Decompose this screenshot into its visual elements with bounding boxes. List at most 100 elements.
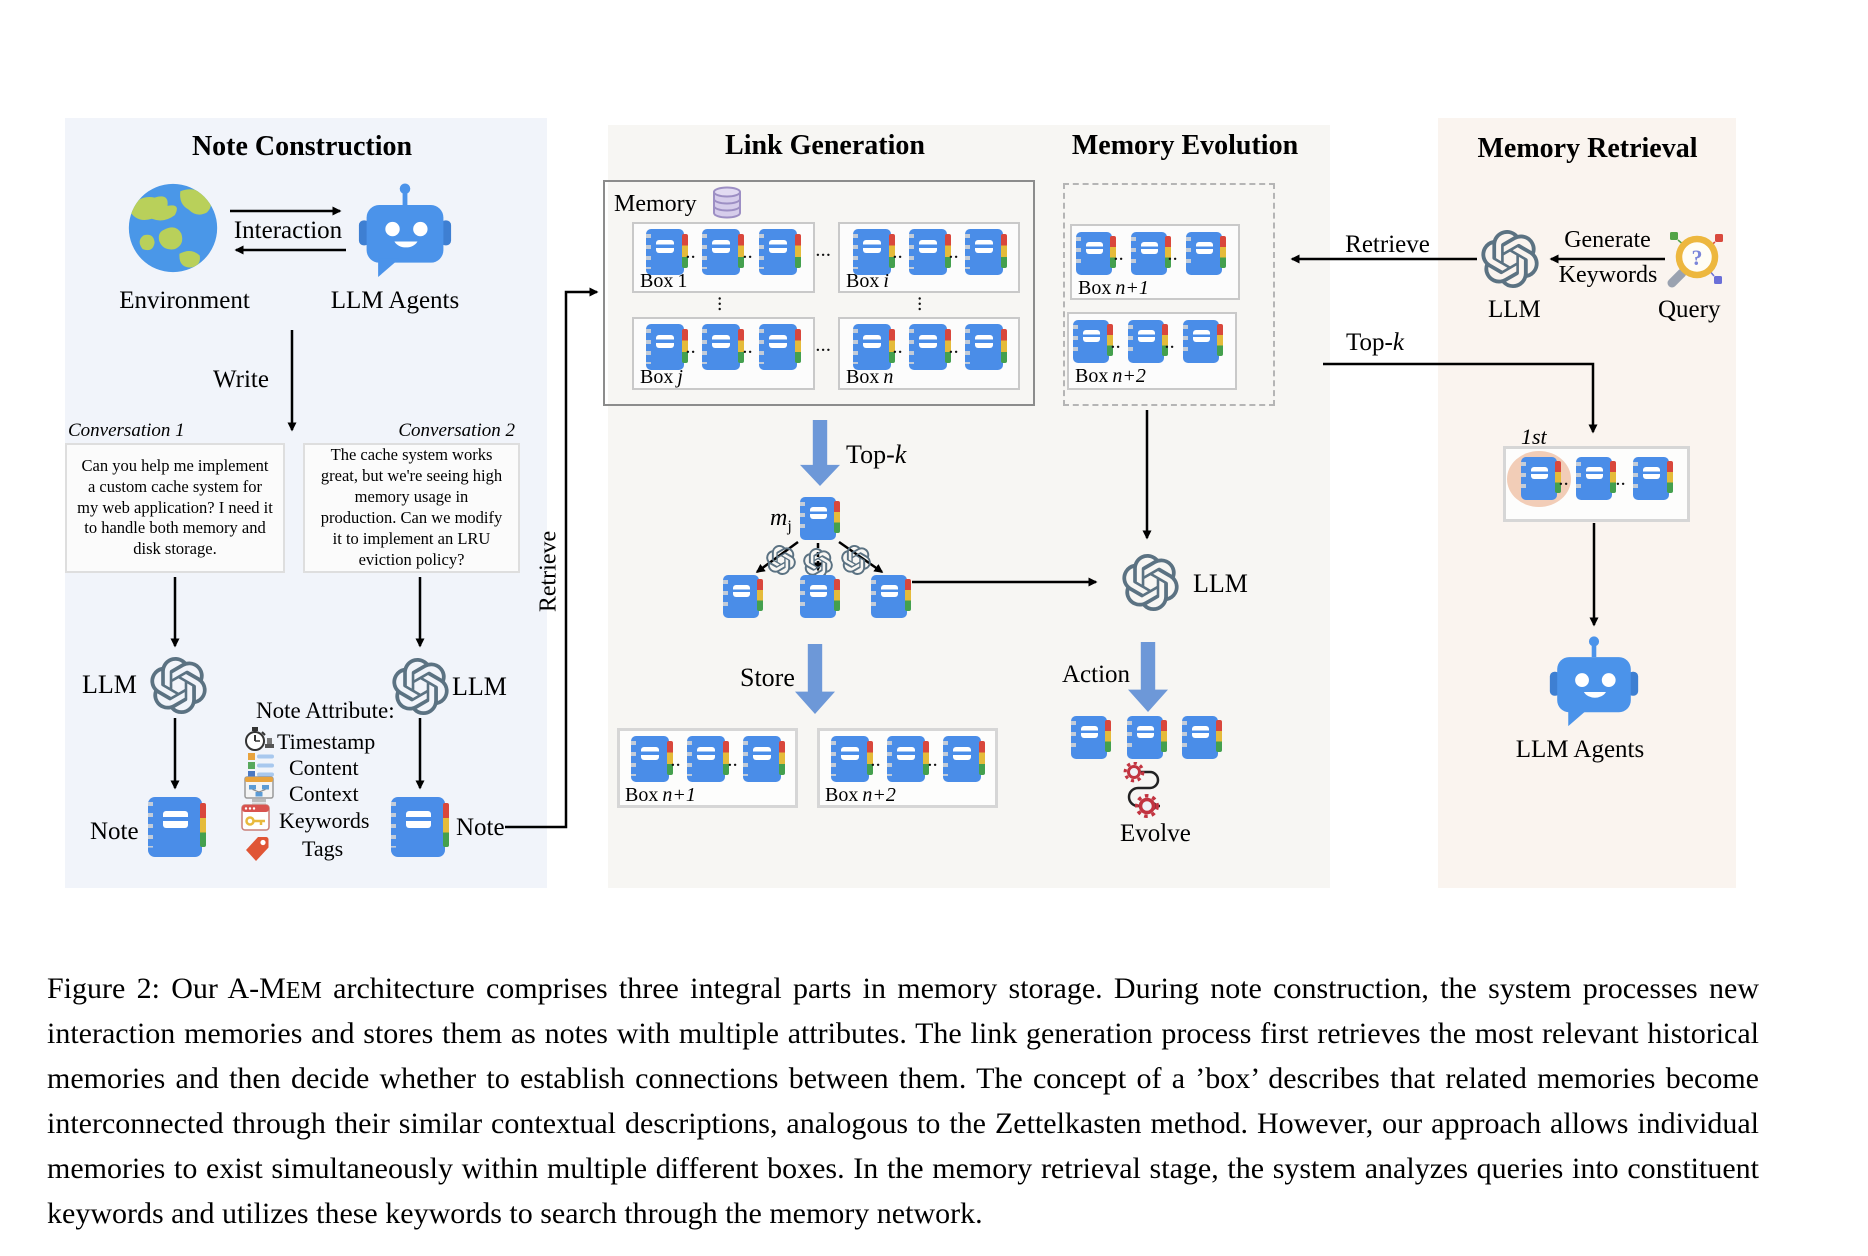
topk-label-linkgen: Top-k: [846, 440, 907, 469]
memory-note: [1128, 320, 1168, 363]
memory-note: [965, 229, 1007, 275]
ellipsis: ..: [1114, 248, 1125, 264]
memory-note: [631, 736, 673, 782]
memory-note: [743, 736, 785, 782]
ellipsis: ..: [1168, 248, 1179, 264]
ellipsis: ..: [949, 341, 960, 357]
memory-note: [1131, 232, 1171, 275]
memory-note: [965, 324, 1007, 370]
llm-link-icon: [841, 545, 871, 575]
database-icon: [713, 186, 741, 219]
conversation1-box: Can you help me implement a custom cache…: [65, 443, 285, 573]
memory-note: [1182, 716, 1222, 759]
memory-retrieval-title: Memory Retrieval: [1477, 133, 1698, 164]
memory-note: [831, 736, 873, 782]
memory-note: [1633, 457, 1673, 500]
llm-link-icon: [803, 548, 833, 578]
memory-note-linked: [800, 575, 840, 618]
attribute-context: Context: [289, 781, 359, 806]
caption-brand-head: A-M: [227, 972, 286, 1005]
environment-earth-icon: [127, 182, 219, 274]
memory-note: [1071, 716, 1111, 759]
generate-label: Generate: [1564, 227, 1651, 253]
llm-openai-icon-retrieval: [1481, 230, 1539, 288]
memory-note: [943, 736, 985, 782]
conversation2-box: The cache system works great, but we're …: [303, 443, 520, 573]
caption-body: architecture comprises three integral pa…: [47, 972, 1759, 1230]
memory-note: [1073, 320, 1113, 363]
keywords-icon: [241, 804, 270, 831]
llm-openai-icon-evolution: [1122, 554, 1179, 611]
vertical-ellipsis: ...: [714, 296, 731, 313]
write-label: Write: [213, 366, 269, 393]
memory-note: [1576, 457, 1616, 500]
memory-note-mj: [800, 497, 840, 540]
llm-openai-icon-left: [150, 657, 207, 714]
attribute-keywords: Keywords: [279, 808, 370, 833]
llm-openai-icon-right: [392, 658, 449, 715]
conversation1-title: Conversation 1: [68, 420, 185, 441]
ellipsis: ..: [893, 246, 904, 262]
note-label-left: Note: [90, 818, 139, 845]
memory-note: [1521, 457, 1561, 500]
conversation2-title: Conversation 2: [398, 420, 515, 441]
memory-note: [646, 229, 688, 275]
content-icon: [248, 753, 274, 778]
memory-note-linked: [871, 575, 911, 618]
interaction-label: Interaction: [233, 217, 343, 244]
caption-brand: A-MEM: [228, 972, 322, 1005]
memory-container-box: [603, 180, 1035, 406]
memory-note: [1127, 716, 1167, 759]
attribute-content: Content: [289, 755, 359, 780]
llm-label-retrieval: LLM: [1488, 296, 1541, 323]
mj-label: mj: [770, 505, 792, 535]
memory-note: [909, 324, 951, 370]
environment-label: Environment: [119, 287, 250, 314]
topk-label-evolution: Top-k: [1346, 329, 1404, 356]
evolve-gears-icon: [1123, 762, 1160, 818]
memory-note: [687, 736, 729, 782]
caption-brand-smallcaps: EM: [285, 978, 322, 1004]
ellipsis: ..: [871, 754, 882, 770]
ellipsis: ..: [671, 754, 682, 770]
ellipsis: ..: [743, 246, 754, 262]
timestamp-icon: [245, 727, 274, 751]
llm-agents-label: LLM Agents: [330, 287, 460, 314]
ellipsis: ..: [1559, 473, 1570, 489]
retrieve-vertical-label: Retrieve: [535, 530, 562, 613]
memory-note: [759, 229, 801, 275]
attribute-tags: Tags: [302, 836, 344, 861]
evolve-label: Evolve: [1120, 820, 1191, 847]
memory-note: [1183, 320, 1223, 363]
ellipsis: ..: [928, 754, 939, 770]
context-icon: [244, 776, 274, 806]
ellipsis: ..: [728, 754, 739, 770]
ellipsis: ..: [743, 341, 754, 357]
memory-note: [759, 324, 801, 370]
llm-label-right: LLM: [452, 672, 507, 701]
memory-note: [853, 324, 895, 370]
llm-label-evolution: LLM: [1193, 569, 1248, 598]
attribute-timestamp: Timestamp: [277, 729, 376, 754]
memory-note: [1186, 232, 1226, 275]
note-label-right: Note: [456, 814, 505, 841]
memory-note: [646, 324, 688, 370]
query-label: Query: [1658, 296, 1721, 323]
note-icon: [391, 797, 449, 857]
vertical-ellipsis: ...: [914, 296, 931, 313]
llm-agents-robot-icon: [357, 182, 453, 278]
llm-agents-robot-icon-retrieval: [1548, 633, 1640, 729]
svg-text:?: ?: [1692, 245, 1703, 270]
llm-label-left: LLM: [82, 670, 137, 699]
caption-lead: Figure 2: Our: [47, 972, 228, 1005]
figure-caption: Figure 2: Our A-MEM architecture compris…: [47, 966, 1759, 1236]
ellipsis: ..: [686, 246, 697, 262]
